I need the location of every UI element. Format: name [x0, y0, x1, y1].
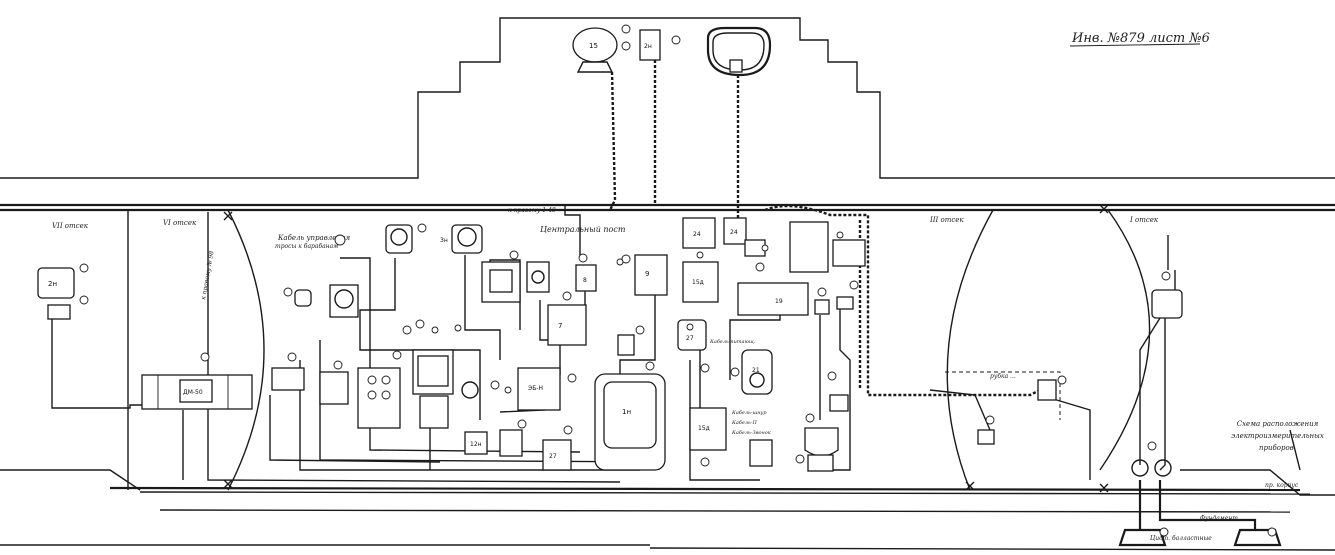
- callout-markers: [431, 231, 844, 394]
- device-31-label: 3н: [440, 237, 448, 244]
- device-12n: [464, 431, 488, 455]
- device-8: [294, 289, 312, 307]
- device-26-junction: [47, 304, 71, 320]
- device-switchboard-a: [357, 367, 401, 429]
- device-12n-label: 12н: [470, 441, 482, 448]
- doc-number: Инв. №879 лист №6: [1071, 31, 1210, 46]
- device-group-right-central: 24 24 15д 27 Кабель питающ. 21 15д Кабел…: [677, 217, 866, 472]
- hull-outline: [0, 17, 1335, 551]
- device-group-compartment-7: 2н: [37, 263, 89, 320]
- device-group-compartment-3-1: [977, 271, 1282, 547]
- device-15c-label: 15д: [698, 425, 710, 432]
- device-33: [804, 427, 839, 457]
- device-small-b: [749, 439, 773, 467]
- device-small-a: [617, 334, 635, 356]
- device-24: [682, 217, 716, 249]
- device-24-label: 24: [693, 231, 701, 238]
- device-26-label: 2н: [48, 280, 57, 288]
- device-7-label: 7: [558, 322, 562, 330]
- device-panel-b: [832, 239, 866, 267]
- device-9c-label: 9: [645, 270, 649, 278]
- device-large-panel: [789, 221, 829, 273]
- foundation-label: Фундамент: [1200, 515, 1238, 522]
- note-1: Кабель питающ.: [709, 338, 756, 345]
- device-27b: [542, 439, 572, 471]
- cross-marks: [223, 204, 1109, 493]
- device-compartment-3-a: [1037, 379, 1057, 401]
- device-21: [741, 349, 773, 395]
- device-26: [37, 267, 75, 299]
- device-24b-label: 24: [730, 229, 738, 236]
- device-box-a: [271, 367, 305, 391]
- frame-48-label: к правому 1-48: [508, 207, 556, 214]
- ballast-tank-a: [1118, 528, 1167, 547]
- compartment-6-label: VI отсек: [163, 219, 197, 227]
- ballast-tanks-label: Цист. балластные: [1150, 535, 1212, 542]
- note-3: Кабель-П: [731, 419, 757, 426]
- bridge-instruments: 15 2н: [572, 24, 772, 77]
- device-27c-label: 27: [686, 335, 694, 342]
- device-19-label: 19: [775, 298, 783, 305]
- device-15b: [682, 261, 719, 303]
- device-small-c: [829, 394, 849, 412]
- bridge-box-label: 2н: [644, 43, 652, 50]
- gauge-label-15: 15: [589, 42, 598, 50]
- device-compartment-1: [1151, 289, 1183, 319]
- generator-label: ДМ-50: [183, 389, 203, 396]
- central-post-label: Центральный пост: [540, 225, 626, 234]
- device-19: [737, 282, 809, 316]
- compartment-3-label: III отсек: [929, 216, 964, 224]
- device-pump: [419, 395, 449, 429]
- device-24b: [723, 217, 747, 245]
- device-21-label: 21: [752, 367, 760, 374]
- device-8-label: 8: [583, 277, 587, 284]
- device-box-b: [319, 371, 349, 405]
- generator-dm-50: ДМ-50: [141, 352, 253, 410]
- compartment-1-label: I отсек: [1129, 216, 1159, 224]
- note-2: Кабель-шнур: [731, 409, 767, 416]
- bridge-label: рубка ...: [990, 373, 1016, 380]
- control-cable-label: Кабель управления: [277, 234, 351, 242]
- pressure-hull-label: пр. корпус: [1265, 482, 1299, 489]
- device-8b: [575, 264, 597, 292]
- caption: Схема расположения электроизмерительных …: [1231, 420, 1324, 452]
- device-5: [526, 261, 550, 293]
- device-31: [451, 224, 483, 254]
- ballast-tank-b: [1233, 528, 1282, 547]
- device-15c: [689, 407, 727, 451]
- device-15b-label: 15д: [692, 279, 704, 286]
- device-7b: [547, 304, 587, 346]
- device-1n-label: 1н: [622, 408, 631, 416]
- device-group-compartment-6: 3н: [271, 223, 500, 429]
- device-27-label: 27: [549, 453, 557, 460]
- device-eb-n-label: ЭБ-Н: [528, 385, 543, 392]
- note-4: Кабель-Звонок: [731, 429, 771, 436]
- compartment-7-label: VII отсек: [52, 222, 89, 230]
- cable-note-label: тросы к барабанам: [275, 243, 338, 250]
- device-compartment-3-b: [977, 429, 995, 445]
- bridge-box: [639, 29, 661, 61]
- device-27: [677, 319, 707, 351]
- device-15n: [499, 429, 523, 457]
- device-9c: [634, 254, 668, 296]
- device-group-central-post: 8 7 ЭБ-Н 9 1н 12н 27: [464, 250, 668, 471]
- device-eb-n: [517, 367, 561, 411]
